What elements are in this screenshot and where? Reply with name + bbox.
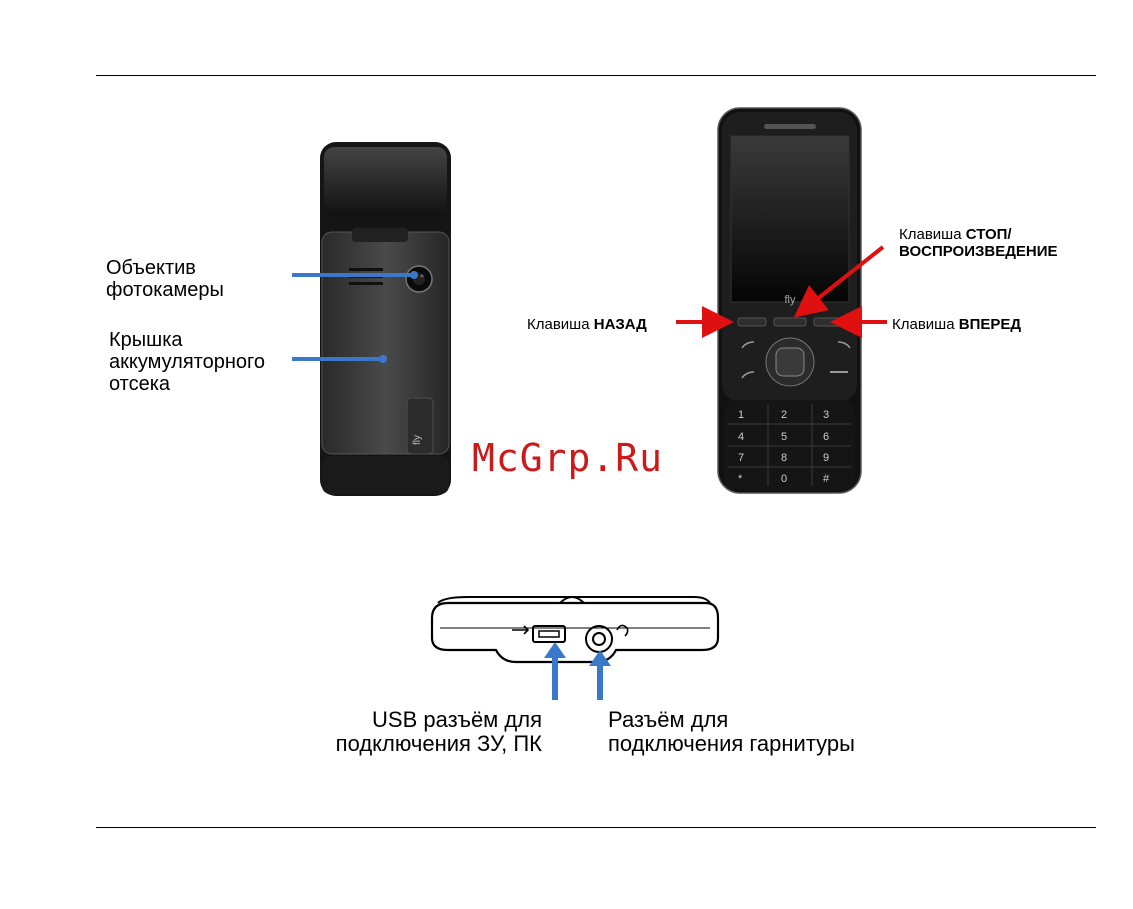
jack-label-line1: Разъём для xyxy=(608,708,855,732)
stop-key-label: Клавиша СТОП/ ВОСПРОИЗВЕДЕНИЕ xyxy=(899,226,1058,260)
cover-label-line1: Крышка xyxy=(109,329,265,351)
phone-back-view: fly xyxy=(320,142,451,496)
cover-label-line3: отсека xyxy=(109,373,265,395)
headphone-symbol-icon xyxy=(617,625,628,636)
svg-text:9: 9 xyxy=(823,452,829,464)
svg-text:8: 8 xyxy=(781,452,787,464)
usb-label: USB разъём для подключения ЗУ, ПК xyxy=(290,708,542,756)
forward-key-name: ВПЕРЕД xyxy=(959,316,1021,333)
stop-play-key xyxy=(774,318,806,326)
lens-label-line2: фотокамеры xyxy=(106,279,224,301)
svg-text:3: 3 xyxy=(823,409,829,421)
back-key-prefix: Клавиша xyxy=(527,316,590,333)
front-fly-logo: fly xyxy=(785,294,797,306)
cover-label-line2: аккумуляторного xyxy=(109,351,265,373)
lens-label-line1: Объектив xyxy=(106,257,224,279)
back-key xyxy=(738,318,766,326)
svg-text:2: 2 xyxy=(781,409,787,421)
cover-pointer-dot xyxy=(379,355,387,363)
watermark: McGrp.Ru xyxy=(472,436,663,480)
lens-pointer-dot xyxy=(410,271,418,279)
phone-bottom-view xyxy=(432,597,718,662)
usb-symbol-icon xyxy=(512,626,528,634)
svg-text:0: 0 xyxy=(781,473,787,485)
center-nav-key xyxy=(776,348,804,376)
stop-key-name-line1: СТОП/ xyxy=(966,226,1012,243)
back-key-name: НАЗАД xyxy=(594,316,647,333)
usb-arrow-head xyxy=(544,642,566,658)
svg-text:5: 5 xyxy=(781,431,787,443)
svg-text:4: 4 xyxy=(738,431,744,443)
camera-lens-icon xyxy=(406,266,432,292)
stop-key-prefix: Клавиша xyxy=(899,226,962,243)
back-key-label: Клавиша НАЗАД xyxy=(527,316,647,333)
lens-label: Объектив фотокамеры xyxy=(106,257,224,301)
svg-text:6: 6 xyxy=(823,431,829,443)
stop-key-name-line2: ВОСПРОИЗВЕДЕНИЕ xyxy=(899,243,1058,260)
media-key-row xyxy=(738,318,842,326)
jack-label-line2: подключения гарнитуры xyxy=(608,732,855,756)
phone-front-view: fly 1 2 3 4 5 6 7 8 9 * 0 # xyxy=(718,108,861,493)
svg-text:7: 7 xyxy=(738,452,744,464)
back-fly-logo: fly xyxy=(412,435,423,445)
svg-text:1: 1 xyxy=(738,409,744,421)
forward-key-prefix: Клавиша xyxy=(892,316,955,333)
headset-jack-icon xyxy=(586,626,612,652)
svg-text:*: * xyxy=(738,473,743,485)
headset-jack-label: Разъём для подключения гарнитуры xyxy=(608,708,855,756)
svg-text:#: # xyxy=(823,473,830,485)
usb-label-line2: подключения ЗУ, ПК xyxy=(290,732,542,756)
usb-label-line1: USB разъём для xyxy=(290,708,542,732)
forward-key-label: Клавиша ВПЕРЕД xyxy=(892,316,1021,333)
battery-cover-label: Крышка аккумуляторного отсека xyxy=(109,329,265,395)
